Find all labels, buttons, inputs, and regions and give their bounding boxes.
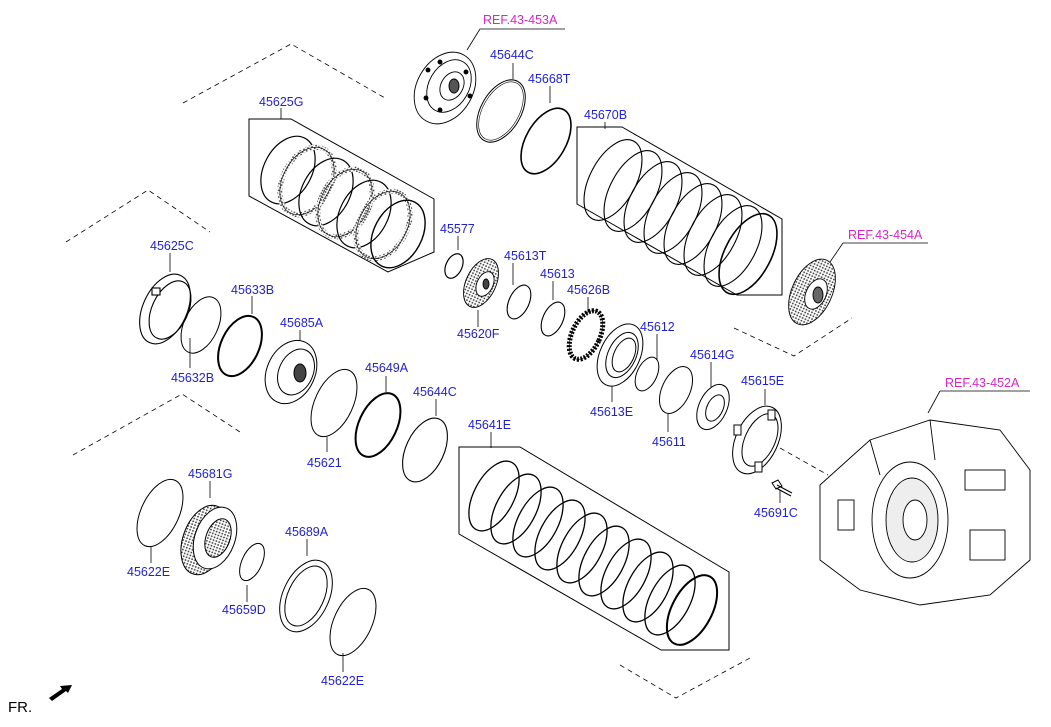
ref-label-453a[interactable]: REF.43-453A	[483, 13, 558, 27]
plate-45649a	[354, 392, 402, 458]
clutch-pack-45625g	[260, 135, 426, 269]
part-label-45691c[interactable]: 45691C	[754, 506, 798, 520]
dashed-frames	[65, 43, 853, 699]
group-frames	[248, 118, 783, 651]
snap-ring-45621	[310, 368, 358, 438]
ring-45611	[658, 366, 694, 414]
part-label-45612[interactable]: 45612	[640, 320, 675, 334]
clutch-pack-45670b	[583, 139, 778, 296]
ring-45644c-top	[476, 79, 526, 143]
clutch-pack-45641e	[468, 460, 719, 646]
part-label-45668t[interactable]: 45668T	[528, 72, 571, 86]
ring-45632b	[180, 296, 222, 354]
front-orientation-label: FR.	[8, 699, 33, 716]
part-label-45641e[interactable]: 45641E	[468, 418, 512, 432]
pump-assembly-453a	[413, 51, 477, 125]
part-label-45614g[interactable]: 45614G	[690, 348, 735, 362]
part-label-45615e[interactable]: 45615E	[741, 374, 785, 388]
bolt-45691c	[771, 479, 793, 497]
plate-45689a	[279, 559, 333, 633]
part-label-45689a[interactable]: 45689A	[285, 525, 329, 539]
snap-ring-45622e-left	[136, 478, 184, 548]
part-label-45644c-top[interactable]: 45644C	[490, 48, 534, 62]
leader-lines	[150, 28, 1030, 672]
part-label-45613[interactable]: 45613	[540, 267, 575, 281]
snap-ring-45659d	[239, 542, 265, 582]
part-label-45659d[interactable]: 45659D	[222, 603, 266, 617]
part-label-45622e-bottom[interactable]: 45622E	[321, 674, 365, 688]
part-label-45649a[interactable]: 45649A	[365, 361, 409, 375]
piston-45613e	[596, 323, 644, 387]
part-label-45613e[interactable]: 45613E	[590, 405, 634, 419]
snap-ring-45622e-bottom	[329, 587, 377, 657]
snap-ring-45613	[540, 301, 566, 337]
bearing-45626b	[566, 308, 606, 362]
part-label-45577[interactable]: 45577	[440, 222, 475, 236]
part-label-45626b[interactable]: 45626B	[567, 283, 611, 297]
part-label-45621[interactable]: 45621	[307, 456, 342, 470]
part-label-45633b[interactable]: 45633B	[231, 283, 275, 297]
part-label-45622e-left[interactable]: 45622E	[127, 565, 171, 579]
part-label-45632b[interactable]: 45632B	[171, 371, 215, 385]
part-label-45644c-mid[interactable]: 45644C	[413, 385, 457, 399]
part-label-45625g[interactable]: 45625G	[259, 95, 304, 109]
part-label-45613t[interactable]: 45613T	[504, 249, 547, 263]
frame-45625g	[248, 118, 435, 273]
plate-45668t	[520, 107, 572, 175]
drum-45681g	[180, 504, 238, 576]
part-label-45625c[interactable]: 45625C	[150, 239, 194, 253]
part-label-45681g[interactable]: 45681G	[188, 467, 233, 481]
ref-label-452a[interactable]: REF.43-452A	[945, 376, 1020, 390]
drum-45625c	[139, 273, 192, 345]
front-arrow-icon	[49, 685, 72, 701]
ring-45644c-mid	[402, 417, 448, 483]
gear-454a	[788, 258, 836, 326]
snap-ring-45613t	[506, 284, 532, 320]
frame-45641e	[458, 446, 730, 651]
part-label-45685a[interactable]: 45685A	[280, 316, 324, 330]
ring-45577	[444, 253, 464, 279]
support-45615e	[732, 405, 782, 475]
gear-45620f	[463, 258, 499, 308]
frame-45670b	[576, 126, 783, 296]
part-label-45620f[interactable]: 45620F	[457, 327, 500, 341]
ref-label-454a[interactable]: REF.43-454A	[848, 228, 923, 242]
retainer-45614g	[696, 383, 730, 431]
part-label-45611[interactable]: 45611	[652, 435, 686, 449]
ring-45644c-top-inner	[478, 81, 524, 141]
ring-45612	[634, 356, 660, 392]
hub-45685a	[264, 339, 318, 405]
ring-45633b	[217, 314, 263, 378]
part-label-45670b[interactable]: 45670B	[584, 108, 628, 122]
transmission-case-452a	[819, 419, 1031, 606]
